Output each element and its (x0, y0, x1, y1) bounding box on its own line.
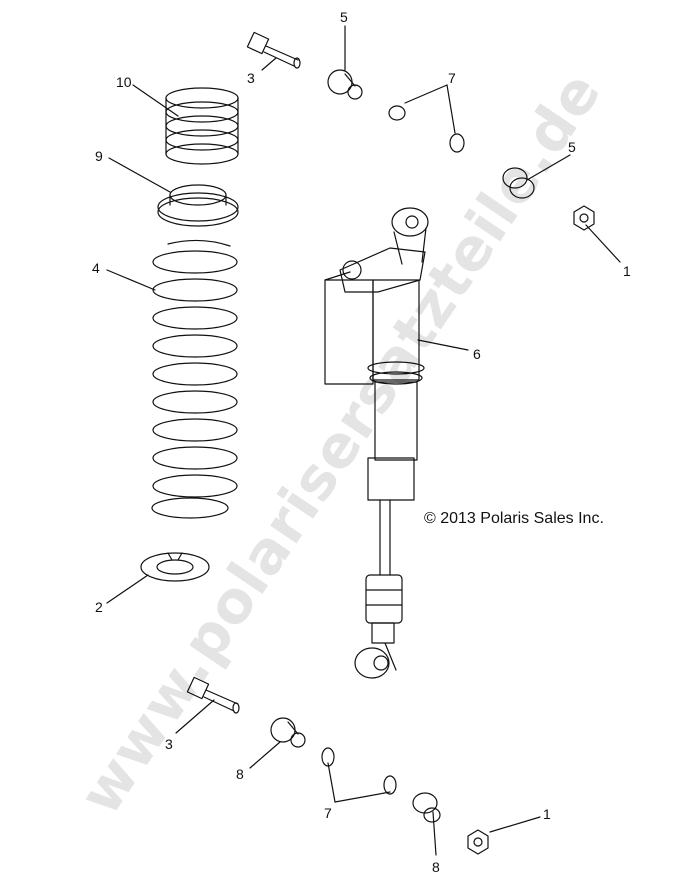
callout-8-right: 8 (432, 859, 440, 875)
callout-7-bottom: 7 (324, 805, 332, 821)
callout-1-right: 1 (623, 263, 631, 279)
callout-5-top: 5 (340, 9, 348, 25)
callout-4: 4 (92, 260, 100, 276)
nut-1-lower (467, 829, 489, 855)
spacer-ring-9 (157, 184, 239, 227)
callout-5-right: 5 (568, 139, 576, 155)
upper-spring-10 (165, 87, 239, 165)
callout-3-bottom: 3 (165, 736, 173, 752)
callout-6: 6 (473, 346, 481, 362)
leader-lines (106, 25, 621, 856)
bushing-5-right (502, 167, 535, 199)
callout-1-bottom: 1 (543, 806, 551, 822)
main-spring-4 (151, 239, 238, 519)
shock-absorber-6 (324, 207, 429, 679)
callout-7-top: 7 (448, 70, 456, 86)
bushing-5-top (327, 69, 363, 100)
retainer-clip-2 (140, 552, 210, 582)
callout-3-top: 3 (247, 70, 255, 86)
bushing-8-right (412, 792, 441, 823)
callout-8-left: 8 (236, 766, 244, 782)
bolt-3-upper (246, 31, 301, 69)
orings-7-bottom (321, 747, 397, 795)
nut-1-right (573, 205, 595, 231)
callout-9: 9 (95, 148, 103, 164)
bolt-3-lower (186, 676, 240, 714)
copyright-notice: © 2013 Polaris Sales Inc. (424, 510, 604, 527)
orings-7-top (388, 105, 465, 153)
callout-10: 10 (116, 74, 132, 90)
bushing-8-left (270, 717, 306, 748)
callout-2: 2 (95, 599, 103, 615)
